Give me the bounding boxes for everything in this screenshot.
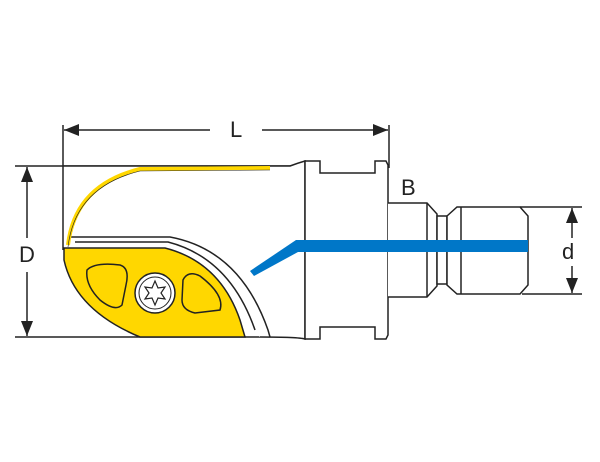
cutting-edge-arc [66,166,271,246]
coolant-channel [250,240,528,276]
insert-pocket-left [86,263,128,309]
insert-pocket-right [181,273,222,314]
dimension-L [62,124,390,250]
label-L: L [230,117,243,142]
label-B: B [401,175,416,200]
label-D: D [19,242,35,267]
label-d: d [562,239,575,264]
dimension-d [520,206,582,295]
insert [63,247,247,338]
